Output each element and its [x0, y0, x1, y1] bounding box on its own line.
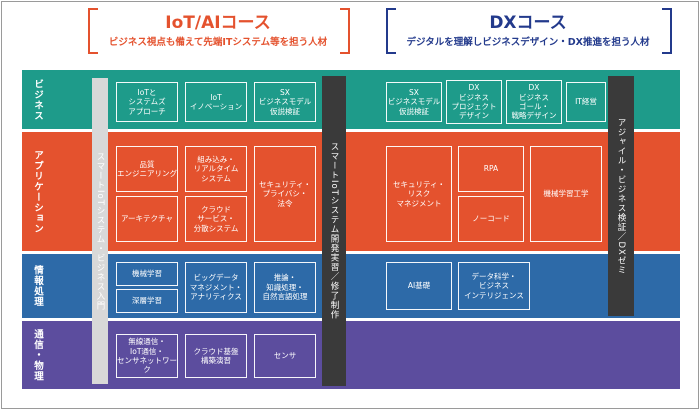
band-label-application: アプリケーション	[32, 149, 43, 234]
left-course-title: IoT/AIコース	[165, 13, 271, 33]
band-business	[22, 70, 680, 129]
box-realtime-systems: 組み込み・ リアルタイム システム	[185, 146, 247, 192]
right-header-bracket-open	[386, 8, 396, 54]
box-iot-system-approach: IoTと システムズ アプローチ	[116, 82, 178, 122]
box-it-management: IT経営	[566, 82, 606, 122]
box-cloud-infra: クラウド基盤 構築演習	[185, 334, 247, 378]
box-quality-engineering: 品質 エンジニアリング	[116, 146, 178, 192]
box-ml-engineering: 機械学習工学	[530, 146, 602, 242]
box-ai-basics: AI基礎	[386, 262, 452, 310]
band-label-network: 通信・物理	[32, 328, 43, 382]
band-label-information: 情報処理	[32, 265, 43, 307]
left-header-bracket-close	[340, 8, 350, 54]
left-course-subtitle: ビジネス視点も備えて先端ITシステム等を担う人材	[108, 37, 328, 48]
box-iot-innovation: IoT イノベーション	[185, 82, 247, 122]
right-course-subtitle: デジタルを理解しビジネスデザイン・DX推進を担う人材	[406, 37, 650, 48]
pillar-right: アジャイル・ビジネス検証／DXゼミ	[608, 76, 634, 316]
box-machine-learning: 機械学習	[116, 262, 178, 286]
band-label-business: ビジネス	[32, 78, 43, 121]
box-cloud-distributed: クラウド サービス・ 分散システム	[185, 196, 247, 242]
pillar-center: スマートIoTシステム開発実習／修了制作	[322, 76, 346, 386]
box-dx-project-design: DX ビジネス プロジェクト デザイン	[446, 80, 502, 124]
box-reasoning-nlp: 推論・ 知識処理・ 自然言語処理	[254, 262, 316, 313]
box-deep-learning: 深層学習	[116, 289, 178, 313]
box-wireless: 無線通信・ IoT通信・ センサネットワーク	[116, 334, 178, 378]
left-header-bracket-open	[88, 8, 98, 54]
box-security-privacy-law-left: セキュリティ・ プライバシ・ 法令	[254, 146, 316, 242]
box-dx-goal-strategy: DX ビジネス ゴール・ 戦略デザイン	[506, 80, 562, 124]
box-data-science: データ科学・ ビジネス インテリジェンス	[458, 262, 530, 310]
box-sx-model-left: SX ビジネスモデル 仮説検証	[254, 82, 316, 122]
pillar-intro: スマートIoTシステム・ビジネス入門	[92, 78, 108, 384]
box-security-risk: セキュリティ・ リスク マネジメント	[386, 146, 452, 242]
box-architecture: アーキテクチャ	[116, 196, 178, 242]
box-rpa: RPA	[458, 146, 524, 192]
box-sensor: センサ	[254, 334, 316, 378]
box-bigdata: ビッグデータ マネジメント・ アナリティクス	[185, 262, 247, 313]
right-header-bracket-close	[662, 8, 672, 54]
band-information	[22, 254, 680, 318]
box-no-code: ノーコード	[458, 196, 524, 242]
right-course-title: DXコース	[489, 13, 567, 33]
box-sx-model-right: SX ビジネスモデル 仮説検証	[386, 82, 442, 122]
